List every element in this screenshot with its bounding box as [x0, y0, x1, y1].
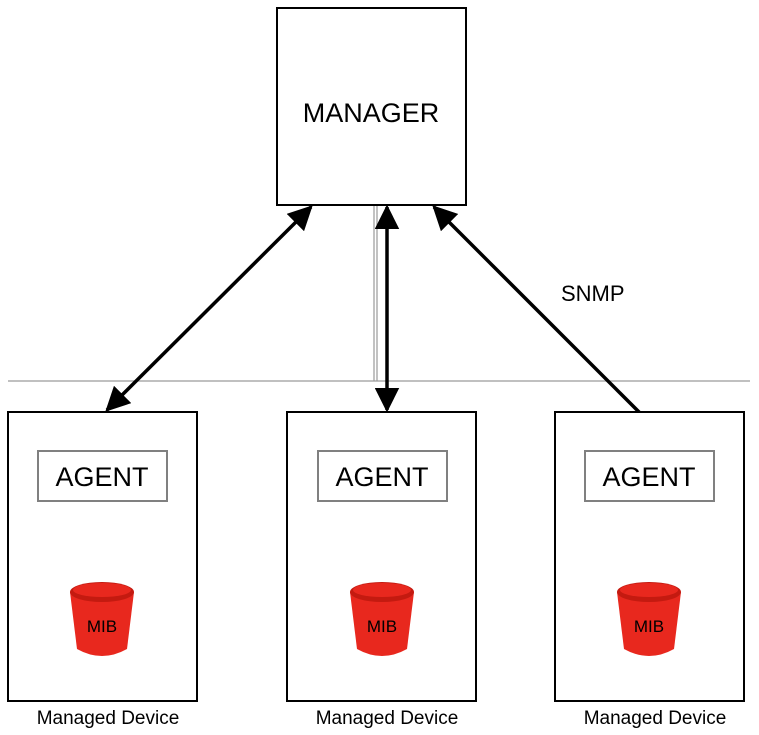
- mib-label: MIB: [367, 617, 397, 636]
- manager-box: [276, 7, 467, 206]
- device-caption-3: Managed Device: [583, 708, 727, 729]
- agent-label: AGENT: [335, 462, 428, 492]
- agent-box: [317, 450, 448, 502]
- agent-label: AGENT: [55, 462, 148, 492]
- managed-device-3: AGENT MIB: [554, 411, 745, 702]
- managed-device-2: AGENT MIB: [286, 411, 477, 702]
- managed-device-1: AGENT MIB: [7, 411, 198, 702]
- snmp-label: SNMP: [561, 281, 625, 306]
- device-caption-1: Managed Device: [36, 708, 180, 729]
- manager-label: MANAGER: [303, 98, 440, 128]
- agent-label: AGENT: [602, 462, 695, 492]
- device-caption-2: Managed Device: [315, 708, 459, 729]
- snmp-arrow-right: [432, 205, 670, 443]
- snmp-arrow-left: [105, 205, 313, 412]
- mib-label: MIB: [87, 617, 117, 636]
- agent-box: [584, 450, 715, 502]
- mib-database-icon: [617, 582, 681, 656]
- mib-label: MIB: [634, 617, 664, 636]
- manager-node: MANAGER: [276, 7, 467, 206]
- agent-box: [37, 450, 168, 502]
- mib-database-icon: [350, 582, 414, 656]
- mib-database-icon: [70, 582, 134, 656]
